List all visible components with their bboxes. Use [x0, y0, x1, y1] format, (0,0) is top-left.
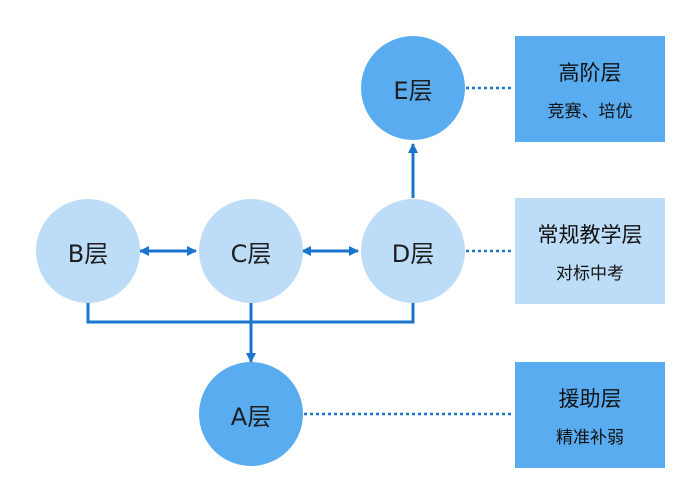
- node-c: C层: [199, 199, 303, 303]
- node-a: A层: [199, 362, 303, 466]
- box-high-level: 高阶层 竞赛、培优: [515, 36, 665, 142]
- node-b: B层: [36, 199, 140, 303]
- box-regular-level: 常规教学层 对标中考: [515, 198, 665, 304]
- box-regular-sub: 对标中考: [556, 263, 624, 284]
- box-support-title: 援助层: [558, 386, 622, 411]
- box-regular-title: 常规教学层: [537, 222, 643, 247]
- node-e: E层: [361, 36, 465, 140]
- box-support-level: 援助层 精准补弱: [515, 362, 665, 468]
- box-high-title: 高阶层: [558, 60, 622, 85]
- node-d: D层: [361, 199, 465, 303]
- box-high-sub: 竞赛、培优: [547, 101, 633, 122]
- box-support-sub: 精准补弱: [556, 427, 624, 448]
